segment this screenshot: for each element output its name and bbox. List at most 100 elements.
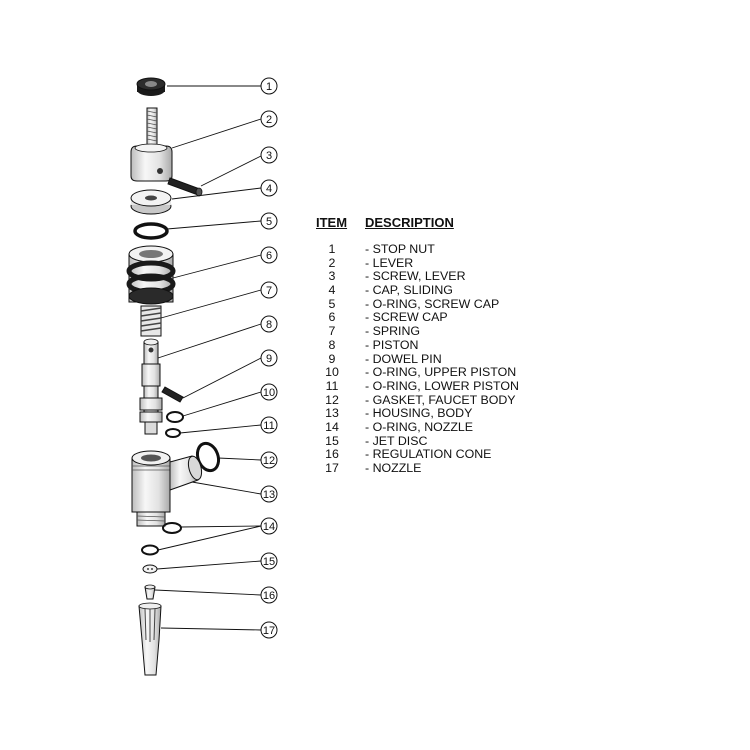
- callout-6-number: 6: [266, 250, 272, 262]
- callout-12: 12: [260, 451, 278, 469]
- callout-11: 11: [260, 416, 278, 434]
- leader-lines: [154, 85, 262, 631]
- item-number: 17: [325, 461, 339, 475]
- item-number: 9: [328, 351, 336, 366]
- callout-12-number: 12: [263, 455, 275, 467]
- callout-8: 8: [260, 315, 278, 333]
- table-row: 12- GASKET, FAUCET BODY: [314, 392, 554, 408]
- table-row: 15 - JET DISC: [314, 433, 554, 449]
- callout-6: 6: [260, 246, 278, 264]
- item-number: 1: [328, 242, 336, 256]
- item-description: - NOZZLE: [365, 461, 422, 475]
- item-description: - O-RING, SCREW CAP: [365, 296, 500, 311]
- item-number: 14: [325, 419, 339, 434]
- item-number: 11: [325, 378, 339, 393]
- item-description: - O-RING, UPPER PISTON: [365, 365, 517, 380]
- spring-part: [140, 305, 162, 337]
- callout-1: 1: [260, 77, 278, 95]
- parts-list-table: ITEM DESCRIPTION 1 - STOP NUT 2 - LEVER 3 - S…: [314, 215, 554, 476]
- item-description: - CAP, SLIDING: [365, 283, 453, 298]
- item-number: 16: [325, 447, 339, 462]
- table-row: 16- REGULATION CONE: [314, 448, 554, 462]
- callout-14-number: 14: [263, 521, 275, 533]
- dowel-pin-part: [161, 386, 184, 403]
- stop-nut-part: [136, 77, 166, 96]
- item-description: - HOUSING, BODY: [365, 406, 473, 421]
- callout-10: 10: [260, 383, 278, 401]
- table-row: 6 - SCREW CAP: [314, 311, 554, 325]
- callout-5: 5: [260, 212, 278, 230]
- table-row: 7 - SPRING: [314, 324, 554, 339]
- callout-4: 4: [260, 179, 278, 197]
- table-row: 17 - NOZZLE: [314, 461, 554, 476]
- callout-17-number: 17: [263, 625, 275, 637]
- callout-17: 17: [260, 621, 278, 639]
- callout-7: 7: [260, 281, 278, 299]
- item-description: - O-RING, LOWER PISTON: [365, 378, 519, 393]
- table-row: 9- DOWEL PIN: [314, 351, 554, 367]
- callout-9: 9: [260, 349, 278, 367]
- lever-screw-part: [167, 177, 203, 197]
- description-column-header: DESCRIPTION: [365, 215, 454, 230]
- callout-15-number: 15: [263, 556, 275, 568]
- item-column-header: ITEM: [316, 215, 348, 230]
- table-row: 3 - SCREW, LEVER: [314, 270, 554, 284]
- jet-disc-part: [142, 564, 158, 574]
- table-row: 11 - O-RING, LOWER PISTON: [314, 378, 554, 394]
- callout-9-number: 9: [266, 353, 272, 365]
- table-row: 4 - CAP, SLIDING: [314, 283, 554, 298]
- table-row: 13 - HOUSING, BODY: [314, 407, 554, 421]
- housing-body-part: [131, 450, 203, 527]
- callout-7-number: 7: [266, 285, 272, 297]
- item-number: 15: [325, 433, 339, 448]
- item-description: - SCREW, LEVER: [365, 269, 466, 284]
- table-row: 8- PISTON: [314, 337, 554, 353]
- callout-3-number: 3: [266, 150, 272, 162]
- callout-15: 15: [260, 552, 278, 570]
- item-description: - O-RING, NOZZLE: [365, 419, 474, 434]
- table-row: 10- O-RING, UPPER PISTON: [314, 365, 554, 380]
- table-row: 2 - LEVER: [314, 255, 554, 271]
- item-description: - LEVER: [365, 255, 414, 270]
- item-number: 5: [328, 296, 336, 311]
- callout-16-number: 16: [263, 590, 275, 602]
- callout-13: 13: [260, 485, 278, 503]
- parts-table-header: ITEM DESCRIPTION: [314, 215, 554, 237]
- table-row: 1 - STOP NUT: [314, 242, 554, 257]
- screw-cap-o-ring-part: [133, 222, 169, 240]
- callout-2: 2: [260, 110, 278, 128]
- regulation-cone-part: [144, 584, 156, 600]
- callout-14: 14: [260, 517, 278, 535]
- item-number: 7: [328, 324, 336, 339]
- lower-piston-o-ring-part: [165, 428, 181, 438]
- item-number: 6: [328, 310, 336, 325]
- nozzle-part: [138, 602, 162, 676]
- callout-8-number: 8: [266, 319, 272, 331]
- upper-piston-o-ring-part: [166, 411, 184, 423]
- item-description: - STOP NUT: [365, 242, 435, 256]
- item-number: 3: [328, 269, 336, 284]
- table-row: 5 - O-RING, SCREW CAP: [314, 296, 554, 312]
- callout-13-number: 13: [263, 489, 275, 501]
- callout-3: 3: [260, 146, 278, 164]
- item-number: 4: [328, 283, 336, 298]
- item-number: 2: [328, 255, 336, 270]
- callout-5-number: 5: [266, 216, 272, 228]
- item-number: 13: [325, 406, 339, 421]
- item-description: - PISTON: [365, 337, 419, 352]
- callout-4-number: 4: [266, 183, 272, 195]
- item-description: - SPRING: [365, 324, 421, 339]
- item-description: - GASKET, FAUCET BODY: [365, 392, 516, 407]
- parts-table-rows: 1 - STOP NUT 2 - LEVER 3 - SCREW, LEVER 4 - CAP…: [314, 242, 554, 476]
- item-description: - SCREW CAP: [365, 310, 448, 325]
- callout-16: 16: [260, 586, 278, 604]
- lever-part: [130, 107, 173, 182]
- piston-part: [139, 338, 163, 435]
- item-description: - JET DISC: [365, 433, 428, 448]
- callout-1-number: 1: [266, 81, 272, 93]
- callout-10-number: 10: [263, 387, 275, 399]
- nozzle-o-ring-part: [141, 522, 182, 556]
- callout-2-number: 2: [266, 114, 272, 126]
- callout-11-number: 11: [263, 420, 274, 432]
